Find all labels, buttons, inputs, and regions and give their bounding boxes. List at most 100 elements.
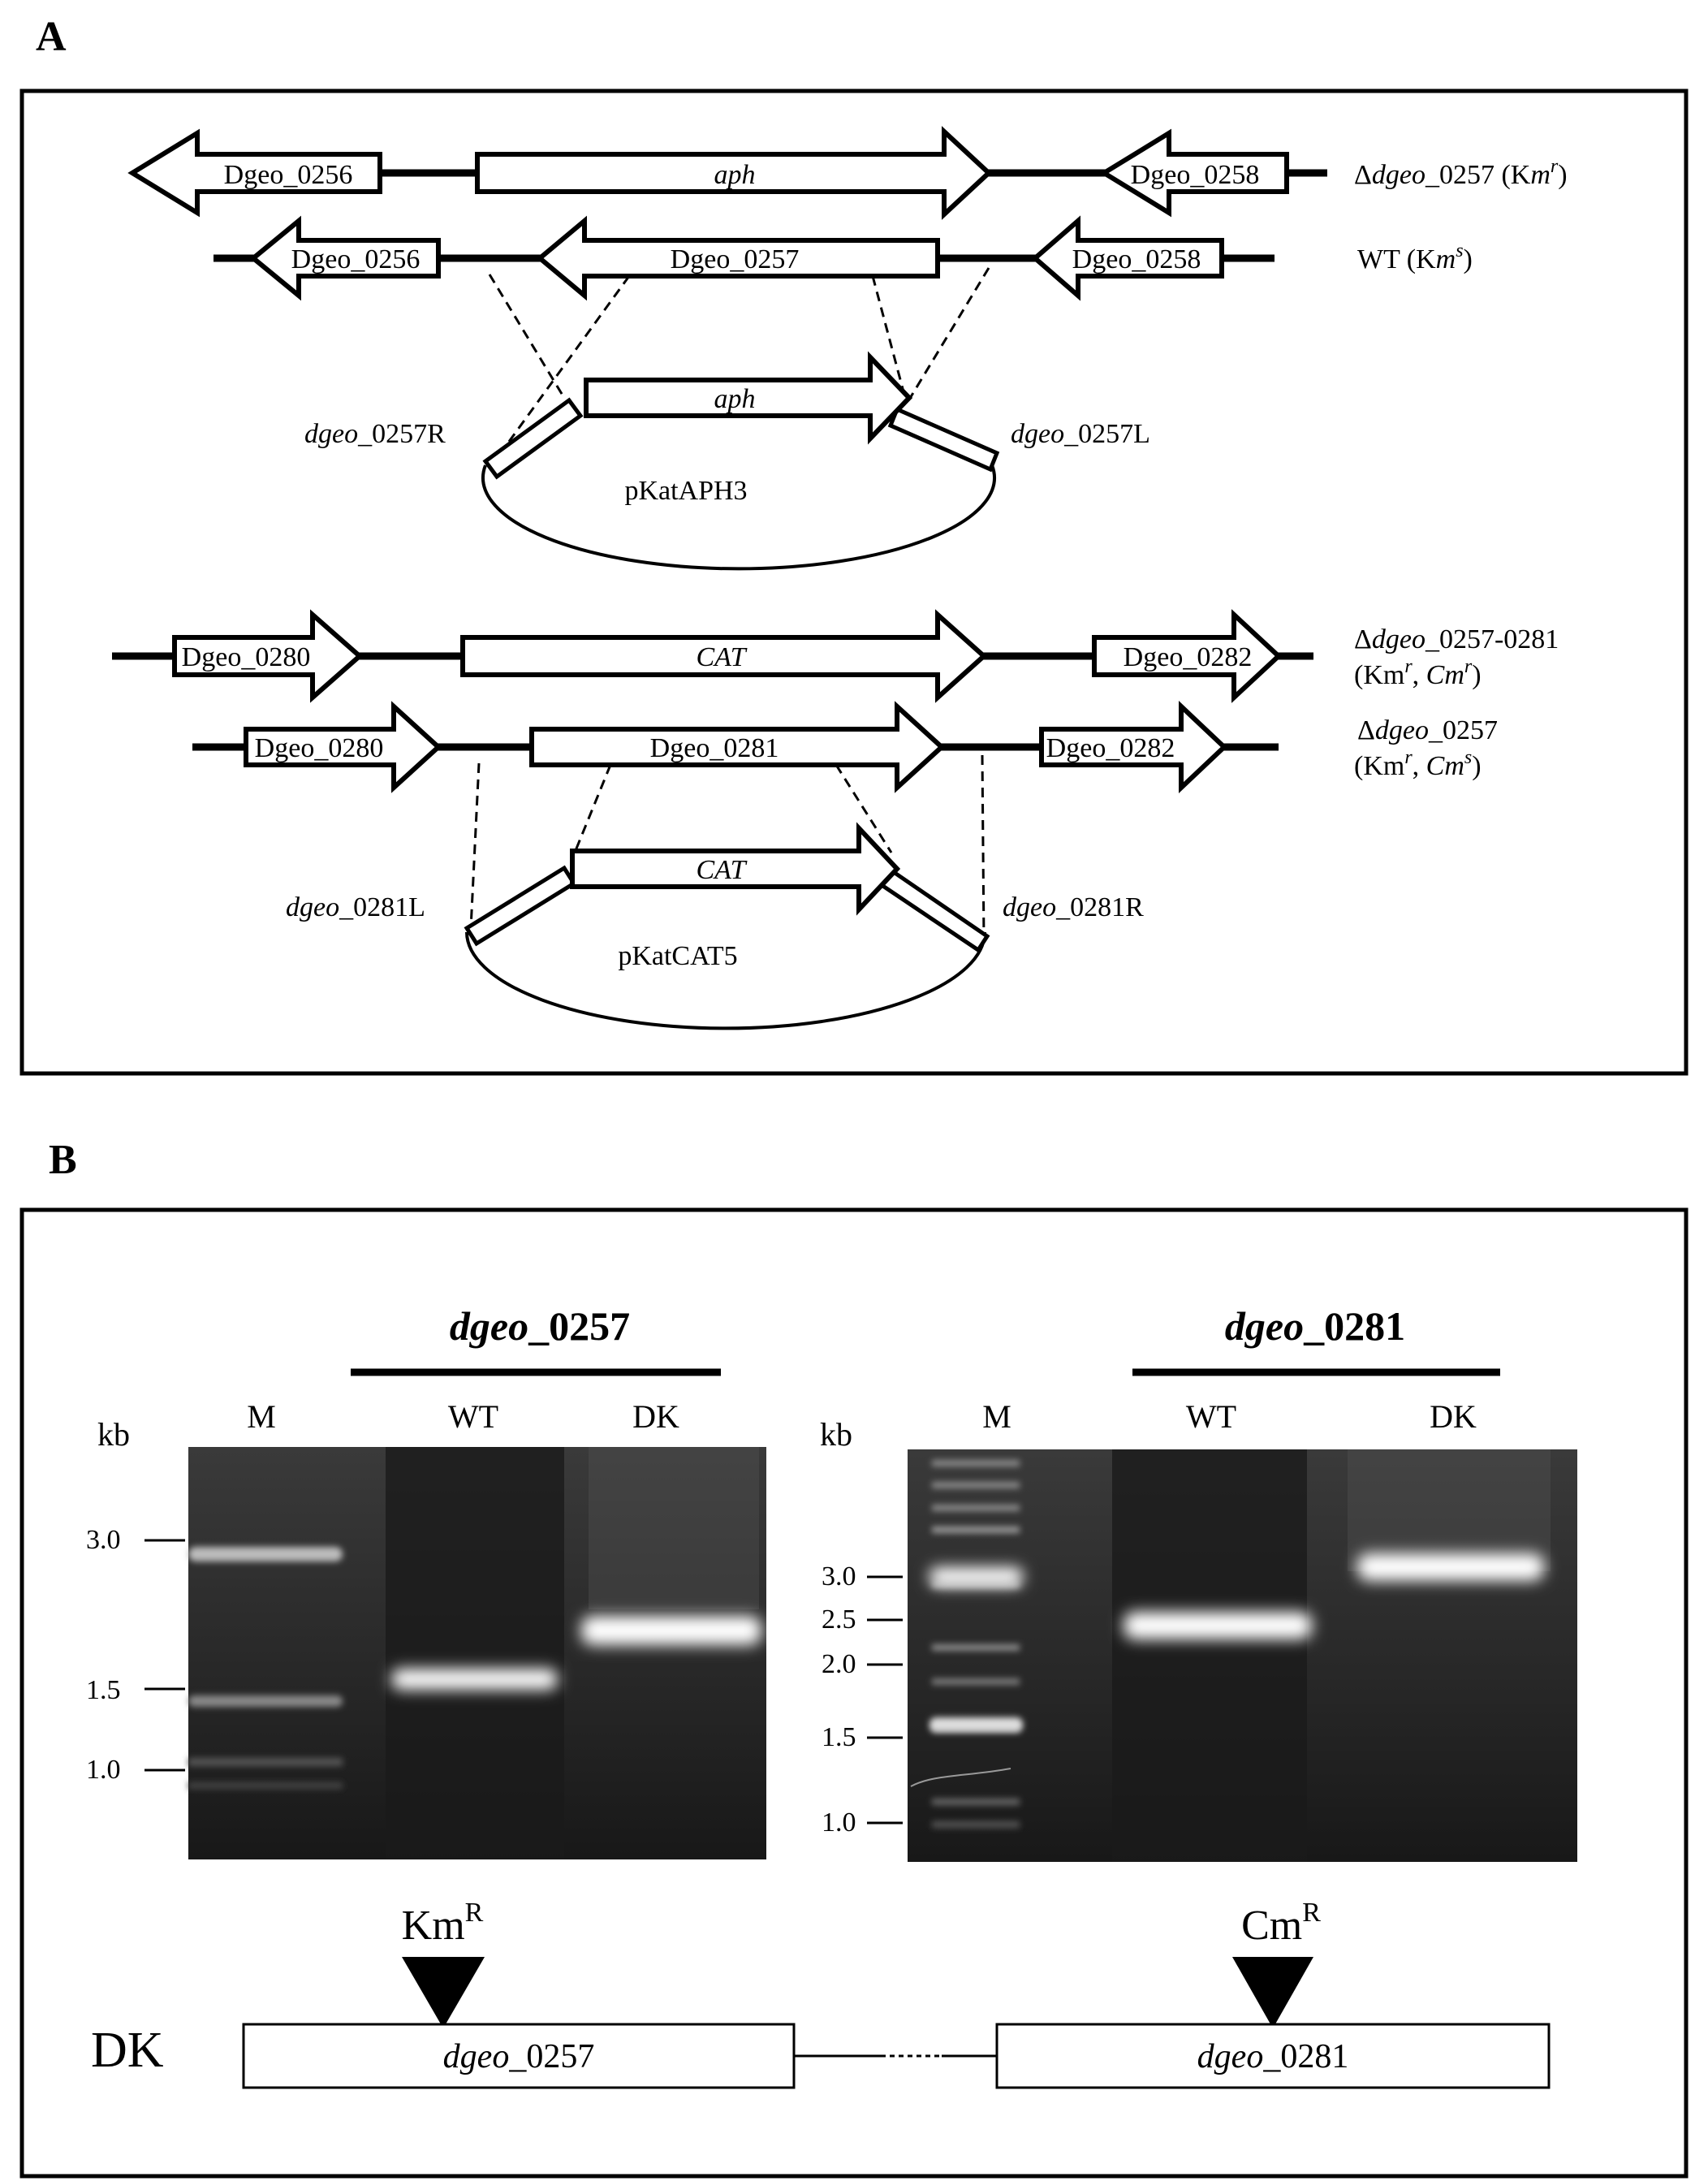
homology-arm-left bbox=[464, 865, 577, 947]
marker-label: 1.5 bbox=[822, 1722, 856, 1752]
homology-arm-left bbox=[482, 397, 584, 480]
unit-label: kb bbox=[820, 1416, 852, 1453]
marker-label: 1.0 bbox=[822, 1807, 856, 1838]
marker-label: 2.5 bbox=[822, 1604, 856, 1635]
gene-label: Dgeo_0281 bbox=[650, 733, 779, 763]
gene-arrow-dgeo-0280 bbox=[172, 609, 364, 703]
band-dk bbox=[581, 1616, 761, 1645]
gene-arrow-dgeo-0257 bbox=[536, 215, 940, 301]
lane-label-wt: WT bbox=[1186, 1398, 1236, 1435]
insertion-cm: CmR bbox=[1232, 1898, 1321, 2028]
gene-arrow-dgeo-0281 bbox=[529, 701, 946, 793]
marker-band-1-0 bbox=[188, 1758, 343, 1766]
gene-label: aph bbox=[714, 160, 756, 190]
strain-label-mut2-line1: Δdgeo_0257-0281 bbox=[1354, 624, 1559, 654]
unit-label: kb bbox=[97, 1416, 130, 1453]
strain-label-wt: WT (Kms) bbox=[1357, 240, 1473, 274]
gene-arrow-dgeo-0282 bbox=[1039, 701, 1228, 793]
insertion-label-km: KmR bbox=[402, 1898, 484, 1949]
gene-arrow-cat bbox=[460, 609, 988, 703]
homology-arm-right bbox=[887, 406, 1000, 473]
marker-label: 1.5 bbox=[86, 1675, 121, 1705]
triangle-icon bbox=[402, 1957, 485, 2028]
marker-band-3-0 bbox=[188, 1547, 343, 1561]
gene-box-0257 bbox=[242, 2023, 796, 2089]
gene-box-label: dgeo_0281 bbox=[1197, 2038, 1349, 2075]
row-mut1: Dgeo_0256 aph Dgeo_0258 Δdgeo_0257 (Kmr) bbox=[127, 126, 1568, 220]
gene-label: Dgeo_0280 bbox=[182, 642, 311, 672]
gene-arrow-dgeo-0280 bbox=[244, 701, 442, 793]
plasmid-insert-label: aph bbox=[714, 384, 756, 414]
gene-arrow-dgeo-0258 bbox=[1099, 128, 1289, 218]
plasmid-name: pKatAPH3 bbox=[624, 476, 747, 506]
homology-arm-right bbox=[876, 866, 990, 953]
plasmid-pkataph3: aph pKatAPH3 dgeo_0257R dgeo_0257L bbox=[304, 351, 1150, 571]
panel-a-frame bbox=[19, 89, 1689, 1076]
gel2-title: dgeo_0281 bbox=[1225, 1303, 1405, 1349]
gel2-header: dgeo_0281 M WT DK kb bbox=[820, 1303, 1500, 1453]
gene-arrow-aph bbox=[475, 126, 993, 220]
band-wt bbox=[1124, 1612, 1312, 1639]
gene-label: CAT bbox=[696, 642, 747, 672]
lane-label-dk: DK bbox=[1430, 1398, 1477, 1435]
band-wt bbox=[391, 1669, 558, 1690]
marker-label: 3.0 bbox=[822, 1561, 856, 1591]
gene-arrow-dgeo-0258 bbox=[1031, 215, 1224, 301]
dk-label: DK bbox=[91, 2023, 164, 2078]
arm-label-left: dgeo_0257R bbox=[304, 419, 446, 449]
strain-label-mut2-line2: (Kmr, Cmr) bbox=[1354, 656, 1482, 690]
arm-label-right: dgeo_0257L bbox=[1011, 419, 1150, 449]
strain-label-mut1: Δdgeo_0257 (Kmr) bbox=[1354, 156, 1568, 190]
marker-label: 3.0 bbox=[86, 1525, 121, 1555]
gene-label: Dgeo_0257 bbox=[671, 244, 800, 274]
marker-label: 2.0 bbox=[822, 1649, 856, 1679]
gene-arrow-cat-plasmid bbox=[570, 822, 901, 916]
dk-construct: DK dgeo_0257 dgeo_0281 bbox=[91, 2023, 1551, 2089]
lane-label-wt: WT bbox=[448, 1398, 498, 1435]
gene-label: Dgeo_0258 bbox=[1072, 244, 1201, 274]
gene-label: Dgeo_0282 bbox=[1124, 642, 1253, 672]
lane-label-m: M bbox=[247, 1398, 276, 1435]
insertion-km: KmR bbox=[402, 1898, 485, 2028]
triangle-icon bbox=[1232, 1957, 1313, 2028]
gel1-title: dgeo_0257 bbox=[450, 1303, 630, 1349]
marker-label: 1.0 bbox=[86, 1755, 121, 1785]
gene-arrow-dgeo-0256 bbox=[127, 128, 382, 218]
gene-label: Dgeo_0282 bbox=[1046, 733, 1175, 763]
marker-band-1-5 bbox=[929, 1717, 1023, 1732]
crossover-lines-2 bbox=[469, 754, 986, 943]
strain-label-mut1b-line2: (Kmr, Cms) bbox=[1354, 747, 1482, 781]
gene-label: Dgeo_0256 bbox=[224, 160, 353, 190]
gel1-header: dgeo_0257 M WT DK kb bbox=[97, 1303, 721, 1453]
lane-label-m: M bbox=[982, 1398, 1011, 1435]
gene-arrow-dgeo-0256 bbox=[249, 215, 441, 301]
panel-b-frame bbox=[19, 1207, 1689, 2179]
panel-b-letter: B bbox=[49, 1137, 77, 1183]
strain-label-mut1b-line1: Δdgeo_0257 bbox=[1357, 715, 1498, 745]
gel2-image: 3.0 2.5 2.0 1.5 1.0 bbox=[822, 1449, 1577, 1862]
lane-label-dk: DK bbox=[632, 1398, 679, 1435]
gene-label: Dgeo_0280 bbox=[255, 733, 384, 763]
gene-label: Dgeo_0258 bbox=[1131, 160, 1260, 190]
arm-label-left: dgeo_0281L bbox=[286, 892, 425, 922]
row-wt: Dgeo_0256 Dgeo_0257 Dgeo_0258 WT (Kms) bbox=[214, 215, 1473, 301]
gel1-image: 3.0 1.5 1.0 bbox=[86, 1447, 766, 1859]
gene-box-label: dgeo_0257 bbox=[443, 2038, 595, 2075]
crossover-lines-1 bbox=[488, 267, 990, 464]
marker-band-1-5 bbox=[188, 1695, 343, 1707]
gene-arrow-aph-plasmid bbox=[584, 351, 913, 445]
gene-label: Dgeo_0256 bbox=[291, 244, 421, 274]
plasmid-pkatcat5: CAT pKatCAT5 dgeo_0281L dgeo_0281R bbox=[286, 822, 1144, 1030]
gene-box-0281 bbox=[995, 2023, 1551, 2089]
row-mut2: Dgeo_0280 CAT Dgeo_0282 Δdgeo_0257-0281 … bbox=[112, 609, 1559, 703]
insertion-label-cm: CmR bbox=[1241, 1898, 1321, 1949]
gene-arrow-dgeo-0282 bbox=[1092, 609, 1283, 703]
panel-a-letter: A bbox=[36, 14, 67, 60]
band-dk bbox=[1357, 1553, 1544, 1581]
arm-label-right: dgeo_0281R bbox=[1003, 892, 1144, 922]
marker-band-3-0 bbox=[929, 1567, 1023, 1587]
plasmid-insert-label: CAT bbox=[696, 855, 747, 885]
plasmid-name: pKatCAT5 bbox=[618, 941, 737, 971]
row-mut1b: Dgeo_0280 Dgeo_0281 Dgeo_0282 Δdgeo_0257… bbox=[192, 701, 1498, 793]
